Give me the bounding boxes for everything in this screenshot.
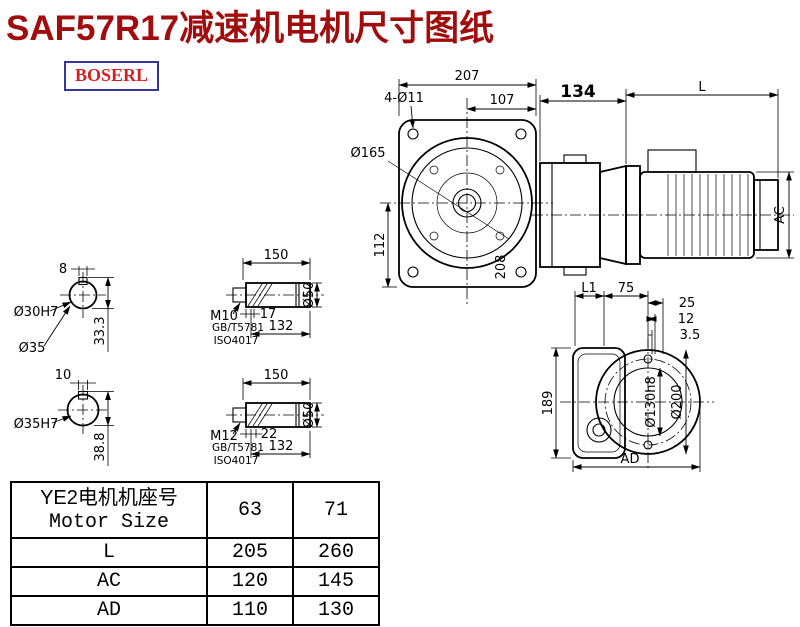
dim-shaft2-dia-50: Ø50 [302, 402, 317, 429]
dim-shaft2-150: 150 [264, 368, 289, 383]
boserl-logo-text: BOSERL [75, 65, 149, 85]
table-row-AD: AD 110 130 [10, 595, 380, 626]
dim-keyway-height-33-3: 33.3 [93, 317, 108, 346]
dim-front-partial-width: 107 [490, 93, 515, 108]
dim-output-12: 12 [678, 312, 695, 327]
dim-motor-length-L: L [698, 80, 706, 95]
dim-output-AD: AD [621, 452, 640, 467]
label-shaft1-std-iso: ISO4017 [214, 335, 259, 347]
dim-output-L1: L1 [581, 281, 597, 296]
dim-shaft1-17: 17 [260, 307, 277, 322]
header-label-en: Motor Size [48, 511, 170, 534]
output-shaft-m12: 150 M12 22 132 GB/T5781 ISO4017 [210, 368, 324, 467]
motor-size-col-63: 63 [206, 481, 294, 539]
dim-shaft1-132: 132 [269, 319, 294, 334]
dim-front-flange-dia: Ø165 [350, 146, 385, 161]
hollow-shaft-30-section: 8 Ø30H7 33.3 Ø35 [14, 262, 114, 356]
dim-front-center-height: 112 [373, 233, 388, 258]
dim-front-overall-height: 208 [494, 255, 509, 280]
label-shaft2-std-iso: ISO4017 [214, 455, 259, 467]
dim-shaft1-dia-50: Ø50 [302, 282, 317, 309]
label-shaft2-std-gb: GB/T5781 [212, 442, 264, 454]
dim-bore-35H7: Ø35H7 [14, 417, 59, 432]
row-AC-value-63: 120 [206, 566, 294, 597]
dim-outer-35: Ø35 [19, 341, 46, 356]
dim-keyway-width-10: 10 [55, 368, 72, 383]
dim-output-75: 75 [618, 281, 635, 296]
row-L-value-63: 205 [206, 537, 294, 568]
row-AC-value-71: 145 [292, 566, 380, 597]
dim-shaft1-150: 150 [264, 248, 289, 263]
dim-motor-dia-AC: AC [773, 206, 788, 224]
dim-output-3-5: 3.5 [680, 328, 701, 343]
dim-output-spigot-dia: Ø130h8 [644, 376, 659, 428]
dim-output-flange-dia: Ø200 [670, 384, 685, 419]
dim-keyway-width-8: 8 [59, 262, 67, 277]
dim-shaft2-M12: M12 [210, 429, 238, 444]
dim-shaft2-22: 22 [261, 427, 278, 442]
page-title: SAF57R17减速机电机尺寸图纸 [6, 9, 495, 48]
header-label-cn: YE2电机机座号 [40, 487, 178, 509]
dim-keyway-height-38-8: 38.8 [93, 433, 108, 462]
row-AD-value-63: 110 [206, 595, 294, 626]
dim-output-189: 189 [541, 391, 556, 416]
table-header-row: YE2电机机座号 Motor Size 63 71 [10, 481, 380, 539]
row-L-value-71: 260 [292, 537, 380, 568]
motor-size-col-71: 71 [292, 481, 380, 539]
dim-bore-30H7: Ø30H7 [14, 305, 59, 320]
table-row-AC: AC 120 145 [10, 566, 380, 597]
row-AD-value-71: 130 [292, 595, 380, 626]
dim-shaft1-M10: M10 [210, 309, 238, 324]
dim-front-overall-width: 207 [455, 69, 480, 84]
output-flange-view: L1 75 25 12 3.5 189 Ø130h8 Ø200 AD [541, 281, 714, 472]
row-label-AD: AD [10, 595, 208, 626]
table-row-L: L 205 260 [10, 537, 380, 568]
dim-shaft2-132: 132 [269, 439, 294, 454]
front-view: 207 107 4-Ø11 Ø165 112 208 [350, 69, 553, 305]
side-view: 134 L AC [532, 80, 794, 276]
dim-gearbox-length: 134 [560, 82, 596, 102]
output-shaft-m10: 150 M10 17 132 GB/T5781 ISO4017 [210, 248, 324, 347]
dim-output-25: 25 [679, 296, 696, 311]
row-label-L: L [10, 537, 208, 568]
row-label-AC: AC [10, 566, 208, 597]
dim-front-mount-holes: 4-Ø11 [384, 91, 424, 106]
motor-size-table: YE2电机机座号 Motor Size 63 71 L 205 260 AC 1… [10, 481, 380, 626]
hollow-shaft-35-section: 10 Ø35H7 38.8 [14, 368, 114, 466]
header-label-cell: YE2电机机座号 Motor Size [10, 481, 208, 539]
boserl-logo: BOSERL [64, 61, 160, 91]
label-shaft1-std-gb: GB/T5781 [212, 322, 264, 334]
